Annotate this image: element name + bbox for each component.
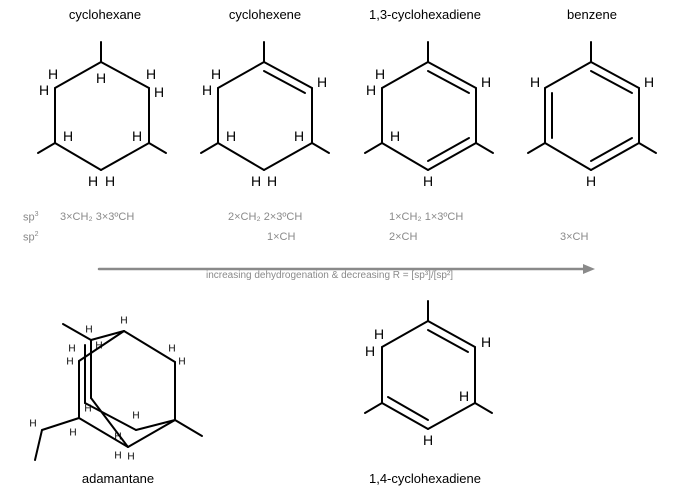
h-atom: H bbox=[226, 128, 236, 144]
h-atom: H bbox=[39, 82, 49, 98]
h-atom: H bbox=[365, 343, 375, 359]
h-atom: H bbox=[29, 419, 36, 430]
h-atom: H bbox=[644, 74, 654, 90]
count-cyclohexene-sp2: 1×CH bbox=[267, 231, 296, 243]
h-atom: H bbox=[481, 334, 491, 350]
h-atom: H bbox=[63, 128, 73, 144]
h-atom: H bbox=[88, 173, 98, 189]
count-13-cyclohexadiene-sp3: 1×CH₂ 1×3ºCH bbox=[389, 211, 464, 223]
h-atom: H bbox=[114, 451, 121, 462]
count-benzene-sp2: 3×CH bbox=[560, 231, 589, 243]
h-atom: H bbox=[366, 82, 376, 98]
cyclohexadiene-14-structure: H H H H H bbox=[364, 300, 493, 448]
label-1-4-cyclohexadiene: 1,4-cyclohexadiene bbox=[368, 471, 482, 486]
h-atom: H bbox=[66, 357, 73, 368]
h-atom: H bbox=[317, 74, 327, 90]
h-atom: H bbox=[132, 128, 142, 144]
cyclohexadiene-13-structure: H H H H H bbox=[364, 41, 494, 189]
count-cyclohexene-sp3: 2×CH₂ 2×3ºCH bbox=[228, 211, 303, 223]
h-atom: H bbox=[375, 66, 385, 82]
h-atom: H bbox=[69, 428, 76, 439]
h-atom: H bbox=[96, 70, 106, 86]
label-cyclohexane: cyclohexane bbox=[68, 7, 142, 22]
count-cyclohexane-sp3: 3×CH₂ 3×3ºCH bbox=[60, 211, 135, 223]
h-atom: H bbox=[127, 452, 134, 463]
row-label-sp3: sp3 bbox=[23, 211, 39, 224]
h-atom: H bbox=[251, 173, 261, 189]
h-atom: H bbox=[95, 341, 102, 352]
h-atom: H bbox=[168, 344, 175, 355]
h-atom: H bbox=[423, 432, 433, 448]
label-cyclohexene: cyclohexene bbox=[228, 7, 302, 22]
h-atom: H bbox=[178, 357, 185, 368]
h-atom: H bbox=[202, 82, 212, 98]
h-atom: H bbox=[68, 344, 75, 355]
h-atom: H bbox=[481, 74, 491, 90]
h-atom: H bbox=[48, 66, 58, 82]
h-atom: H bbox=[586, 173, 596, 189]
label-benzene: benzene bbox=[567, 7, 617, 22]
h-atom: H bbox=[423, 173, 433, 189]
label-1-3-cyclohexadiene: 1,3-cyclohexadiene bbox=[368, 7, 482, 22]
h-atom: H bbox=[211, 66, 221, 82]
h-atom: H bbox=[120, 316, 127, 327]
h-atom: H bbox=[114, 432, 121, 443]
cyclohexene-structure: H H H H H H H bbox=[200, 41, 330, 189]
h-atom: H bbox=[85, 325, 92, 336]
h-atom: H bbox=[374, 326, 384, 342]
label-adamantane: adamantane bbox=[81, 471, 155, 486]
cyclohexane-structure: H H H H H H H H H bbox=[37, 41, 167, 189]
h-atom: H bbox=[390, 128, 400, 144]
h-atom: H bbox=[154, 84, 164, 100]
benzene-structure: H H H bbox=[527, 41, 657, 189]
h-atom: H bbox=[459, 388, 469, 404]
h-atom: H bbox=[294, 128, 304, 144]
h-atom: H bbox=[132, 411, 139, 422]
count-13-cyclohexadiene-sp2: 2×CH bbox=[389, 231, 418, 243]
arrow-caption: increasing dehydrogenation & decreasing … bbox=[206, 270, 454, 281]
h-atom: H bbox=[267, 173, 277, 189]
adamantane-structure: H H H H H H H H H H H H H H bbox=[29, 316, 203, 463]
h-atom: H bbox=[105, 173, 115, 189]
trend-arrow bbox=[97, 264, 595, 274]
h-atom: H bbox=[84, 404, 91, 415]
h-atom: H bbox=[146, 66, 156, 82]
row-label-sp2: sp2 bbox=[23, 231, 39, 244]
h-atom: H bbox=[530, 74, 540, 90]
